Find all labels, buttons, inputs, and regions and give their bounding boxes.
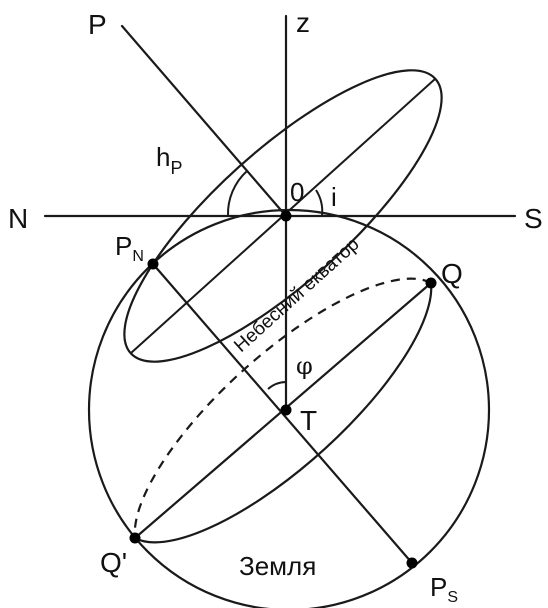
angle-arc-phi	[267, 381, 287, 390]
label-ps: PS	[430, 572, 458, 606]
point-q	[425, 277, 437, 289]
label-i: i	[331, 182, 337, 212]
point-pn	[147, 258, 159, 270]
point-t	[280, 404, 292, 416]
label-t: T	[300, 405, 317, 436]
label-q-prime: Q'	[100, 547, 127, 578]
angle-arc-i	[315, 189, 324, 217]
point-ps	[406, 557, 418, 569]
label-hp: hP	[156, 142, 182, 178]
point-o	[280, 210, 292, 222]
label-o: 0	[290, 177, 304, 207]
celestial-equator-ellipse	[123, 69, 443, 363]
earth-equator-front-arc	[133, 281, 433, 544]
angle-arc-hp	[226, 170, 248, 217]
label-q: Q	[441, 258, 463, 289]
label-s: S	[524, 203, 543, 234]
label-earth: Земля	[239, 551, 316, 581]
label-celestial-equator: Небесний екватор	[230, 234, 363, 357]
label-n: N	[8, 203, 28, 234]
label-p: P	[88, 9, 107, 40]
celestial-axis	[120, 24, 288, 218]
label-phi: φ	[296, 352, 313, 380]
earth-equator-back-arc	[133, 277, 432, 539]
label-z: z	[296, 7, 310, 38]
label-pn: PN	[115, 231, 144, 265]
point-q-prime	[129, 532, 141, 544]
